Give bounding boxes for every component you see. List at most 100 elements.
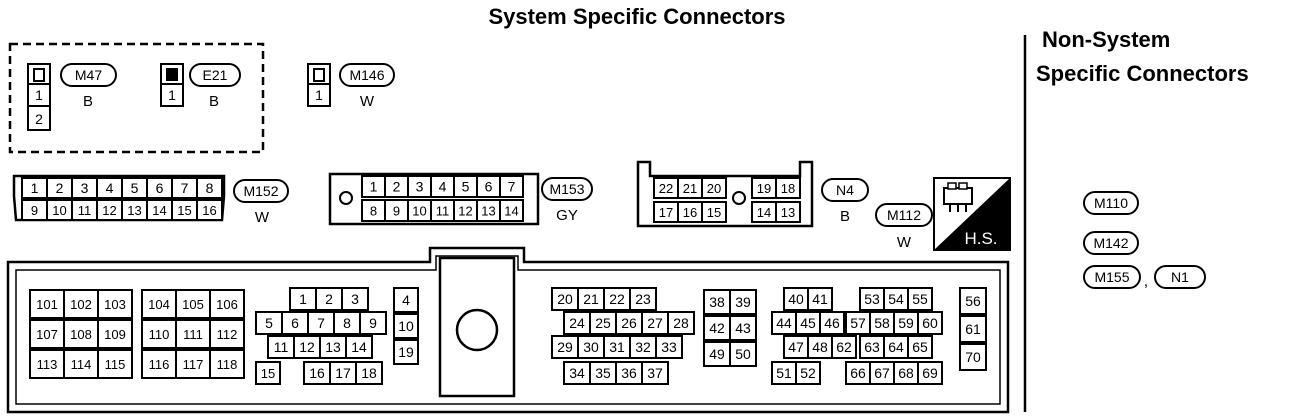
pin-cell (907, 287, 933, 311)
pin-104: 104 (141, 289, 177, 319)
connector-id: M47 (75, 67, 102, 83)
pin-48: 48 (807, 335, 833, 359)
pin-label: 4 (402, 292, 410, 308)
pin-12: 12 (453, 199, 478, 222)
pin-66: 66 (845, 361, 871, 385)
pin-label: 2 (56, 180, 64, 196)
pin-cell (819, 311, 845, 335)
hs-label: H.S. (964, 229, 997, 248)
pin-20: 20 (551, 287, 579, 311)
pin-label: 40 (788, 291, 804, 307)
pin-cell (160, 83, 184, 107)
wire-color: W (897, 234, 912, 251)
pin-label: 48 (812, 339, 828, 355)
pin-label: 1 (299, 291, 307, 307)
pin-6: 6 (476, 175, 501, 198)
pin-cell (29, 289, 65, 319)
pin-label: 49 (709, 346, 725, 362)
pin-55: 55 (907, 287, 933, 311)
pin-cell (345, 335, 373, 359)
pin-label: 14 (152, 203, 166, 218)
pin-16: 16 (303, 361, 331, 385)
connector-id: N4 (836, 182, 854, 198)
connector-id-badge (1083, 265, 1141, 289)
pin-6: 6 (146, 177, 173, 199)
non-system-connector-list: M110 M142 M155 , N1 (1083, 191, 1206, 290)
pin-label: 46 (824, 315, 840, 331)
pin-cell (729, 289, 757, 315)
latch-inner-icon (313, 68, 325, 82)
connector-id: M155 (1094, 269, 1129, 285)
pin-label: 18 (361, 365, 377, 381)
pin-8: 8 (196, 177, 223, 199)
pin-106: 106 (209, 289, 245, 319)
pin-58: 58 (869, 311, 895, 335)
pin-56: 56 (959, 287, 987, 315)
pin-label: 61 (965, 321, 981, 337)
pin-label: 9 (369, 315, 377, 331)
pin-67: 67 (869, 361, 895, 385)
pin-label: 26 (621, 315, 637, 331)
pin-54: 54 (883, 287, 909, 311)
pin-label: 11 (274, 339, 289, 355)
pin-label: 39 (735, 294, 751, 310)
pin-label: 104 (148, 297, 170, 312)
pin-10: 10 (393, 313, 419, 339)
pin-101: 101 (29, 289, 65, 319)
pin-39: 39 (729, 289, 757, 315)
pin-label: 20 (707, 181, 721, 196)
pin-cell (807, 287, 833, 311)
pin-label: 7 (317, 315, 325, 331)
pin-13: 13 (121, 199, 148, 221)
pin-5: 5 (121, 177, 148, 199)
connector-id-badge (1083, 231, 1139, 255)
pin-cell (499, 199, 524, 222)
pin-42: 42 (703, 315, 731, 341)
wire-color: W (255, 209, 270, 226)
pin-10: 10 (46, 199, 73, 221)
pin-cell (729, 341, 757, 367)
pin-107: 107 (29, 319, 65, 349)
pin-33: 33 (655, 335, 683, 359)
pin-label: 1 (370, 179, 378, 195)
connector-id: M152 (243, 183, 278, 199)
pin-32: 32 (629, 335, 657, 359)
pin-label: 64 (888, 339, 904, 355)
connector-id: M110 (1094, 195, 1128, 211)
connector-id: M142 (1093, 235, 1128, 251)
pin-cell (63, 319, 99, 349)
pin-11: 11 (430, 199, 455, 222)
pin-label: 38 (709, 294, 725, 310)
pin-28: 28 (667, 311, 695, 335)
pin-label: 32 (635, 339, 651, 355)
pin-15: 15 (171, 199, 198, 221)
pin-cell (175, 289, 211, 319)
pin-60: 60 (917, 311, 943, 335)
pin-69: 69 (917, 361, 943, 385)
pin-label: 108 (70, 327, 92, 342)
connector-e21: 1 E21 B (160, 63, 241, 110)
pin-cell (141, 319, 177, 349)
pin-label: 27 (647, 315, 663, 331)
pin-4: 4 (393, 287, 419, 313)
pin-label: 20 (557, 291, 573, 307)
pin-2: 2 (384, 175, 409, 198)
pin-105: 105 (175, 289, 211, 319)
pin-label: 17 (659, 205, 673, 220)
pin-115: 115 (97, 349, 133, 379)
pin-cell (499, 175, 524, 198)
pin-cell (355, 361, 383, 385)
pin-label: 118 (217, 357, 238, 372)
connector-id: M153 (549, 181, 584, 197)
pin-label: 21 (683, 181, 697, 196)
pin-label: 34 (569, 365, 585, 381)
connector-id-badge (233, 179, 289, 203)
pin-label: 67 (874, 365, 890, 381)
pin-116: 116 (141, 349, 177, 379)
connector-id: M112 (887, 207, 921, 223)
pin-7: 7 (171, 177, 198, 199)
pin-cell (196, 177, 223, 199)
pin-43: 43 (729, 315, 757, 341)
connector-id-badge (189, 63, 241, 87)
pin-label: 68 (898, 365, 914, 381)
